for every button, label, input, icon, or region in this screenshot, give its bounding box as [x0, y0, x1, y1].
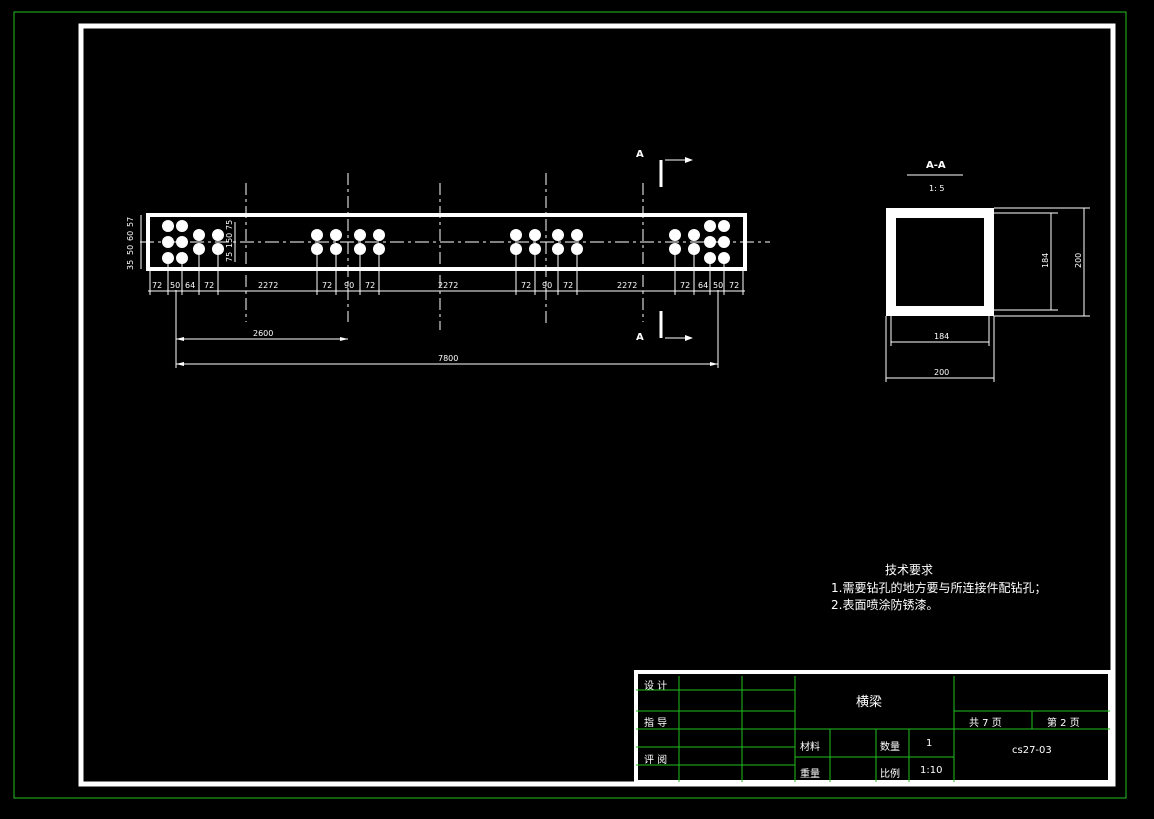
dim-text: 72 [204, 281, 214, 290]
arrow-mark [176, 337, 184, 341]
dim-text: 64 [698, 281, 708, 290]
total-pages: 共 7 页 [969, 718, 1002, 729]
dim-text: 200 [934, 368, 949, 377]
dim-text: 72 [322, 281, 332, 290]
front-view [140, 157, 770, 368]
dim-text: 184 [934, 332, 949, 341]
tech-requirement-item: 2.表面喷涂防锈漆。 [831, 598, 939, 612]
section-scale: 1: 5 [929, 184, 944, 193]
scale-label: 比例 [880, 769, 900, 780]
tech-requirements-title: 技术要求 [885, 563, 934, 577]
hole-group-mid1 [311, 229, 385, 255]
arrow-mark [685, 157, 693, 163]
design-label: 设 计 [644, 681, 668, 692]
weight-label: 重量 [800, 769, 820, 780]
page-number: 第 2 页 [1047, 718, 1080, 729]
dim-text: 184 [1041, 253, 1050, 268]
dim-text: 2600 [253, 329, 273, 338]
hole-group-mid2 [510, 229, 583, 255]
arrow-mark [340, 337, 348, 341]
tech-requirement-item: 1.需要钻孔的地方要与所连接件配钻孔； [831, 581, 1047, 595]
section-label: A [636, 332, 644, 343]
dim-text: 7800 [438, 354, 458, 363]
section-title: A-A [926, 160, 946, 171]
guide-label: 指 导 [644, 718, 668, 729]
dim-text: 57 [126, 217, 135, 227]
arrow-mark [685, 335, 693, 341]
dim-text: 200 [1074, 253, 1083, 268]
dim-text: 72 [563, 281, 573, 290]
arrow-mark [176, 362, 184, 366]
drawing-number: cs27-03 [1012, 745, 1052, 756]
dim-text: 90 [344, 281, 354, 290]
quantity-label: 数量 [880, 742, 900, 753]
dim-text: 50 [126, 245, 135, 255]
dim-text: 75 [225, 220, 234, 230]
dim-text: 60 [126, 231, 135, 241]
material-label: 材料 [800, 742, 820, 753]
dim-text: 35 [126, 260, 135, 270]
arrow-mark [710, 362, 718, 366]
scale-value: 1:10 [920, 765, 943, 776]
section-dim-lines [885, 207, 1090, 382]
dim-text: 150 [225, 233, 234, 248]
dim-text: 72 [521, 281, 531, 290]
quantity-value: 1 [926, 738, 933, 749]
dim-text: 50 [713, 281, 723, 290]
front-dim-text: 72 50 64 72 2272 72 90 72 2272 72 90 72 … [126, 149, 739, 363]
dim-text: 72 [680, 281, 690, 290]
dim-text: 64 [185, 281, 195, 290]
section-label: A [636, 149, 644, 160]
dim-text: 50 [170, 281, 180, 290]
dim-text: 2272 [258, 281, 278, 290]
drawing-frame [78, 23, 1116, 787]
dim-extension-lines [149, 252, 744, 295]
dim-text: 72 [729, 281, 739, 290]
review-label: 评 阅 [644, 755, 668, 766]
section-view [885, 174, 1090, 382]
title-block-frame [634, 670, 1112, 784]
part-name: 横梁 [856, 695, 883, 710]
dim-text: 72 [152, 281, 162, 290]
hole-group-right [669, 220, 730, 264]
dim-text: 72 [365, 281, 375, 290]
sheet-border [13, 11, 1127, 799]
title-block [634, 670, 1112, 784]
dim-text: 90 [542, 281, 552, 290]
section-inner [896, 218, 984, 306]
dim-text: 2272 [617, 281, 637, 290]
section-dim-text: A-A 1: 5 184 200 184 200 [926, 160, 1083, 377]
dim-text: 2272 [438, 281, 458, 290]
hole-group-left [162, 220, 224, 264]
dim-text: 75 [225, 252, 234, 262]
title-block-grid [636, 676, 1110, 782]
